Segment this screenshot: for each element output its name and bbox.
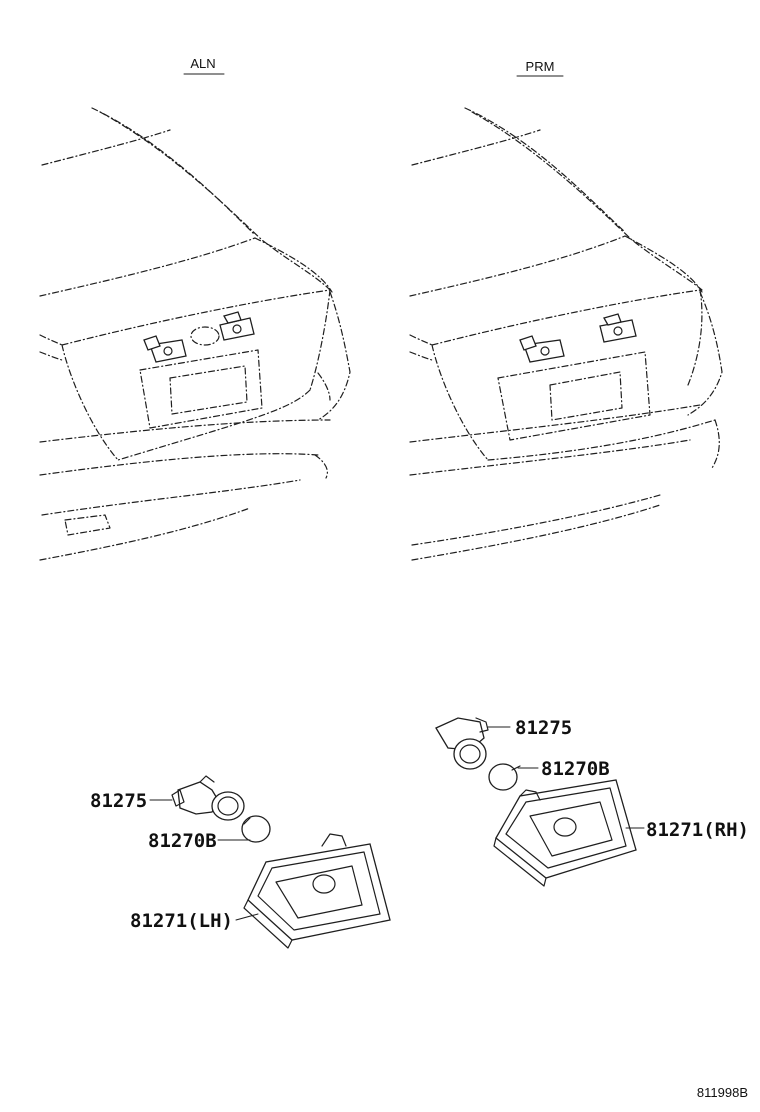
bulb-right: [488, 763, 521, 791]
figure-reference-number: 811998B: [697, 1085, 748, 1100]
socket-left: [171, 775, 245, 821]
bulb-left: [241, 815, 271, 843]
part-label-lamp-rh: 81271(RH): [646, 819, 749, 841]
variant-header-aln: ALN: [183, 56, 225, 75]
socket-right: [435, 717, 489, 770]
part-label-lamp-lh: 81271(LH): [130, 910, 233, 932]
variant-label-aln: ALN: [190, 56, 215, 71]
part-label-socket-left: 81275: [90, 790, 147, 812]
car-rear-prm: [409, 107, 723, 561]
lamp-housing-rh: [493, 779, 637, 887]
car-rear-aln: [39, 107, 351, 561]
license-lamp-assembly-prm: [519, 313, 637, 363]
variant-header-prm: PRM: [516, 59, 564, 77]
part-label-bulb-right: 81270B: [541, 758, 610, 780]
lamp-housing-lh: [243, 833, 391, 949]
license-lamp-assembly-aln: [143, 311, 255, 363]
part-label-socket-right: 81275: [515, 717, 572, 739]
leader-lamp-lh: [235, 913, 259, 921]
part-label-bulb-left: 81270B: [148, 830, 217, 852]
variant-label-prm: PRM: [526, 59, 555, 74]
